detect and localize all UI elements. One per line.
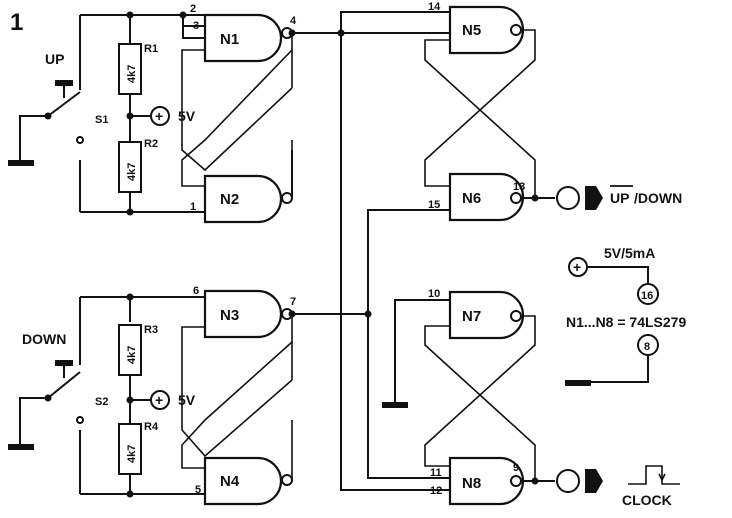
gate-n1: N1 bbox=[203, 13, 293, 63]
clock-pulse-icon bbox=[628, 465, 680, 485]
pin-15: 15 bbox=[428, 199, 440, 211]
ground-symbol bbox=[8, 444, 34, 450]
gate-n5: N5 bbox=[448, 5, 525, 55]
switch-s1-label: S1 bbox=[95, 114, 108, 126]
resistor-r1: 4k7 R1 bbox=[118, 43, 158, 95]
pin-3: 3 bbox=[193, 20, 199, 32]
supply-bottom: + 5V bbox=[150, 390, 196, 410]
pin-1: 1 bbox=[190, 201, 196, 213]
resistor-r3: 4k7 R3 bbox=[118, 324, 158, 376]
ic-supply: + 5V/5mA 16 N1...N8 = 74LS279 8 bbox=[565, 245, 686, 386]
pin-9: 9 bbox=[513, 462, 519, 474]
pin-12: 12 bbox=[430, 485, 442, 497]
resistor-r1-value: 4k7 bbox=[126, 65, 138, 83]
gate-n2: N2 bbox=[203, 174, 293, 224]
gate-n4-label: N4 bbox=[220, 473, 240, 490]
arrow-right-icon bbox=[585, 469, 603, 493]
output-updown: UP /DOWN bbox=[556, 185, 682, 210]
gnd-pin: 8 bbox=[644, 341, 650, 353]
gate-n2-label: N2 bbox=[220, 191, 239, 208]
wires-middle-bus bbox=[126, 11, 450, 498]
gate-n6-label: N6 bbox=[462, 190, 481, 207]
gate-n8-label: N8 bbox=[462, 475, 481, 492]
pin-11: 11 bbox=[430, 467, 442, 479]
ic-type-note: N1...N8 = 74LS279 bbox=[566, 314, 686, 330]
resistor-r2-label: R2 bbox=[144, 138, 158, 150]
switch-s2: DOWN S2 bbox=[8, 331, 108, 450]
ground-symbol bbox=[382, 402, 408, 408]
pin-6: 6 bbox=[193, 285, 199, 297]
gate-n3: N3 bbox=[203, 289, 293, 339]
ic-supply-label: 5V/5mA bbox=[604, 245, 655, 261]
switch-s1: UP S1 bbox=[8, 51, 108, 166]
gate-n6: N6 bbox=[448, 172, 525, 222]
supply-top-label: 5V bbox=[178, 108, 196, 124]
gate-n7: N7 bbox=[448, 290, 525, 340]
gate-n7-label: N7 bbox=[462, 308, 481, 325]
supply-top: + 5V bbox=[150, 106, 196, 126]
gate-n4: N4 bbox=[203, 456, 293, 506]
switch-s2-label: S2 bbox=[95, 396, 108, 408]
resistor-r3-label: R3 bbox=[144, 324, 158, 336]
output-clock-label: CLOCK bbox=[622, 492, 672, 508]
switch-s2-name: DOWN bbox=[22, 331, 66, 347]
figure-number: 1 bbox=[10, 9, 23, 36]
pin-numbers: 2 3 4 1 6 7 5 14 13 15 10 9 11 12 bbox=[190, 1, 525, 497]
gate-n5-label: N5 bbox=[462, 22, 481, 39]
ground-symbol bbox=[565, 380, 591, 386]
resistor-r1-label: R1 bbox=[144, 43, 158, 55]
pin-2: 2 bbox=[190, 3, 196, 15]
gate-n1-label: N1 bbox=[220, 31, 239, 48]
pin-4: 4 bbox=[290, 15, 297, 27]
pin-5: 5 bbox=[195, 484, 201, 496]
gate-n3-label: N3 bbox=[220, 307, 239, 324]
resistor-r3-value: 4k7 bbox=[126, 346, 138, 364]
pin-7: 7 bbox=[290, 296, 296, 308]
resistor-r4: 4k7 R4 bbox=[118, 421, 159, 475]
pin-10: 10 bbox=[428, 288, 440, 300]
plus-icon: + bbox=[155, 108, 163, 124]
output-clock: CLOCK bbox=[556, 465, 680, 508]
wires-down-section bbox=[79, 296, 368, 495]
output-up-overbar: UP bbox=[610, 190, 629, 206]
supply-bottom-label: 5V bbox=[178, 392, 196, 408]
wires-right-flipflops bbox=[382, 29, 555, 485]
plus-icon: + bbox=[155, 392, 163, 408]
resistor-r4-label: R4 bbox=[144, 421, 159, 433]
resistor-r2: 4k7 R2 bbox=[118, 138, 158, 193]
resistor-r2-value: 4k7 bbox=[126, 163, 138, 181]
gate-n8: N8 bbox=[448, 456, 525, 506]
pin-13: 13 bbox=[513, 181, 525, 193]
switch-s1-name: UP bbox=[45, 51, 64, 67]
resistor-r4-value: 4k7 bbox=[126, 445, 138, 463]
vcc-pin: 16 bbox=[641, 290, 653, 302]
arrow-right-icon bbox=[585, 186, 603, 210]
output-down-label: /DOWN bbox=[634, 190, 682, 206]
pin-14: 14 bbox=[428, 1, 441, 13]
plus-icon: + bbox=[573, 259, 581, 275]
ground-symbol bbox=[8, 160, 34, 166]
